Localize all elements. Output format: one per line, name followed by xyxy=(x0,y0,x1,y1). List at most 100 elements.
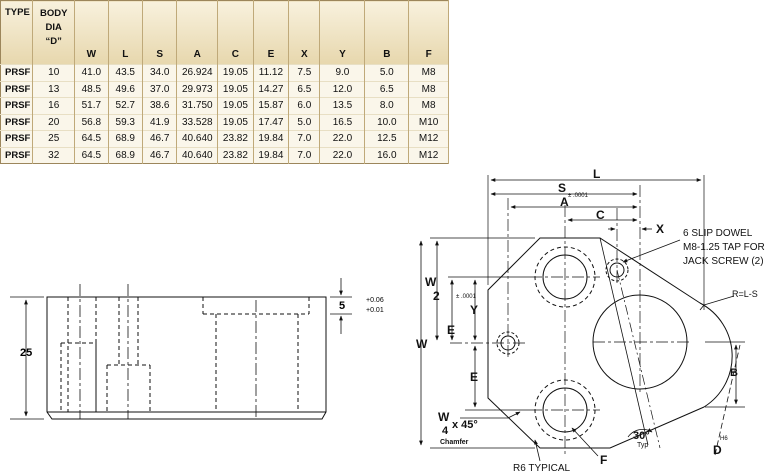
table-cell: 31.750 xyxy=(176,97,219,114)
table-cell: 7.0 xyxy=(288,130,321,147)
table-cell: 13.5 xyxy=(319,97,366,114)
table-cell: 52.7 xyxy=(108,97,143,114)
radius-note: R=L-S xyxy=(732,289,758,299)
label-e-lower: E xyxy=(470,370,478,384)
table-cell: 46.7 xyxy=(142,146,178,164)
table-cell: PRSF xyxy=(0,146,34,164)
table-cell: 22.0 xyxy=(319,130,366,147)
hidden-lines xyxy=(60,297,310,412)
plan-outline xyxy=(487,237,733,449)
header-e: E xyxy=(253,0,290,65)
plan-labels: L S A C X W W 2 E Y E B W 4 x 45° F 30° … xyxy=(416,167,738,467)
table-cell: PRSF xyxy=(0,113,34,131)
table-cell: M8 xyxy=(408,80,449,98)
plan-small-labels: ± .0001 ± .0001 Chamfer Typ H6 6 SLIP DO… xyxy=(440,193,765,473)
header-b: B xyxy=(364,0,410,65)
table-cell: 46.7 xyxy=(142,130,178,147)
dimension-table: TYPE BODY DIA “D” W L S A C E X Y B F PR… xyxy=(0,0,449,164)
table-cell: 40.640 xyxy=(176,146,219,164)
table-cell: 5.0 xyxy=(288,113,321,131)
table-cell: M10 xyxy=(408,113,449,131)
table-cell: 43.5 xyxy=(108,64,143,81)
table-cell: 12.0 xyxy=(319,80,366,98)
label-chamfer-num: W xyxy=(438,410,450,424)
label-w-half-den: 2 xyxy=(433,289,440,303)
table-cell: 23.82 xyxy=(217,146,254,164)
label-e-tol: ± .0001 xyxy=(456,294,477,300)
header-c: C xyxy=(217,0,254,65)
header-x: X xyxy=(288,0,321,65)
table-cell: PRSF xyxy=(0,80,34,98)
side-tol-minus: +0.01 xyxy=(366,307,384,314)
label-e-upper: E xyxy=(447,323,455,337)
side-depth-label: 5 xyxy=(339,300,345,312)
label-c: C xyxy=(596,208,605,222)
label-a: A xyxy=(560,195,569,209)
table-cell: 19.05 xyxy=(217,64,254,81)
table-cell: 17.47 xyxy=(253,113,290,131)
header-s: S xyxy=(142,0,178,65)
label-d-tol: H6 xyxy=(720,436,728,442)
table-cell: 51.7 xyxy=(74,97,109,114)
table-cell: PRSF xyxy=(0,130,34,147)
header-a: A xyxy=(176,0,219,65)
table-cell: 10 xyxy=(32,64,76,81)
label-angle-typ: Typ xyxy=(637,442,648,449)
table-cell: M8 xyxy=(408,97,449,114)
header-l: L xyxy=(108,0,143,65)
table-cell: 25 xyxy=(32,130,76,147)
table-cell: 40.640 xyxy=(176,130,219,147)
label-s-tol: ± .0001 xyxy=(568,193,589,199)
header-body-dia: BODY DIA “D” xyxy=(32,0,76,65)
side-tol-plus: +0.06 xyxy=(366,297,384,304)
table-cell: 19.05 xyxy=(217,97,254,114)
table-cell: 12.5 xyxy=(364,130,410,147)
label-s: S xyxy=(558,181,566,195)
table-cell: 7.0 xyxy=(288,146,321,164)
side-height-label: 25 xyxy=(20,347,32,359)
table-cell: 19.05 xyxy=(217,113,254,131)
header-type: TYPE xyxy=(0,0,34,65)
header-w: W xyxy=(74,0,109,65)
header-dia: DIA xyxy=(45,22,62,33)
table-cell: 49.6 xyxy=(108,80,143,98)
table-cell: 56.8 xyxy=(74,113,109,131)
table-cell: M12 xyxy=(408,130,449,147)
table-cell: 6.5 xyxy=(288,80,321,98)
label-d: D xyxy=(713,443,722,457)
table-cell: 64.5 xyxy=(74,130,109,147)
table-cell: M12 xyxy=(408,146,449,164)
table-cell: 10.0 xyxy=(364,113,410,131)
table-cell: 38.6 xyxy=(142,97,178,114)
label-x: X xyxy=(656,222,664,236)
dowel-note-line3: JACK SCREW (2) xyxy=(683,256,764,267)
table-cell: 34.0 xyxy=(142,64,178,81)
table-cell: 19.05 xyxy=(217,80,254,98)
label-y: Y xyxy=(470,303,478,317)
table-cell: 16.5 xyxy=(319,113,366,131)
table-cell: 19.84 xyxy=(253,130,290,147)
side-view xyxy=(10,278,352,420)
table-cell: 13 xyxy=(32,80,76,98)
table-cell: 64.5 xyxy=(74,146,109,164)
table-cell: 11.12 xyxy=(253,64,290,81)
label-chamfer-x: x 45° xyxy=(452,419,478,431)
table-cell: M8 xyxy=(408,64,449,81)
table-cell: 29.973 xyxy=(176,80,219,98)
table-cell: 37.0 xyxy=(142,80,178,98)
table-cell: 48.5 xyxy=(74,80,109,98)
table-cell: 15.87 xyxy=(253,97,290,114)
table-cell: 6.0 xyxy=(288,97,321,114)
table-cell: 20 xyxy=(32,113,76,131)
header-f: F xyxy=(408,0,449,65)
table-cell: 23.82 xyxy=(217,130,254,147)
table-cell: 26.924 xyxy=(176,64,219,81)
table-cell: 68.9 xyxy=(108,130,143,147)
plan-view xyxy=(419,175,745,462)
